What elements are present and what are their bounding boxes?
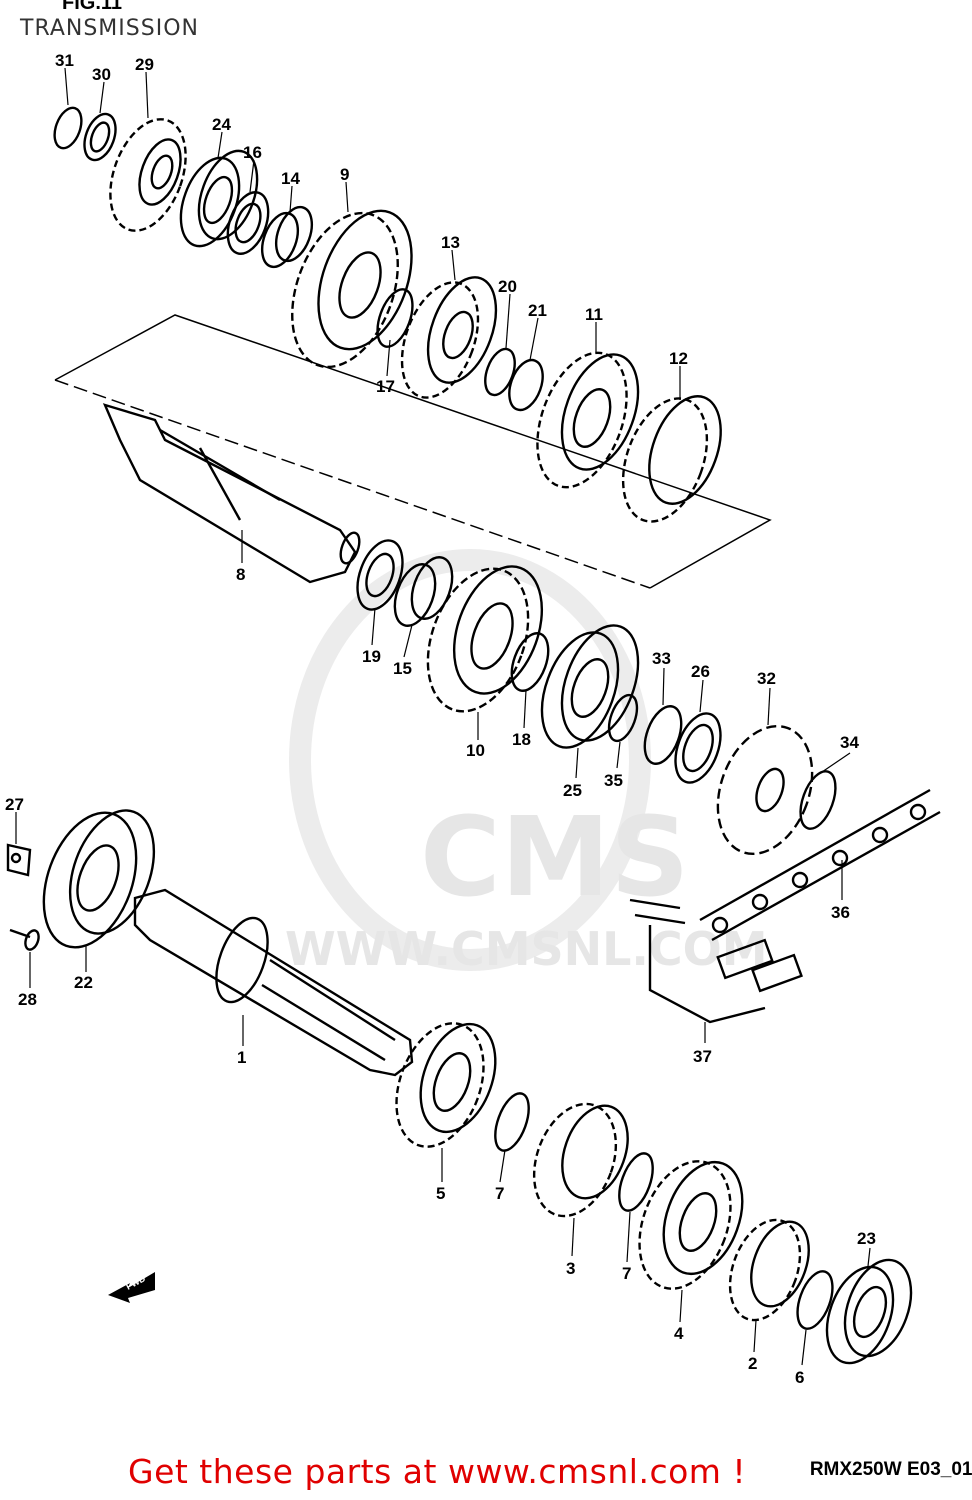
- gear-icon: [426, 565, 544, 713]
- callout-34: 34: [840, 733, 859, 752]
- washer-icon: [226, 191, 270, 255]
- figure-number: FIG.11: [62, 0, 123, 14]
- callout-29: 29: [135, 55, 154, 74]
- callout-7a: 7: [495, 1184, 504, 1203]
- callout-22: 22: [74, 973, 93, 992]
- callout-10: 10: [466, 741, 485, 760]
- bearing-icon: [42, 809, 156, 949]
- callout-19: 19: [362, 647, 381, 666]
- callout-30: 30: [92, 65, 111, 84]
- watermark-url: WWW.CMSNL.COM: [285, 922, 768, 976]
- gear-icon: [395, 1022, 497, 1148]
- washer-icon: [83, 112, 117, 162]
- callout-33: 33: [652, 649, 671, 668]
- page-title: TRANSMISSION: [20, 16, 199, 41]
- assembly-outline: [54, 314, 772, 589]
- chain-icon: [699, 788, 941, 942]
- callout-3: 3: [566, 1259, 575, 1278]
- callout-17: 17: [376, 377, 395, 396]
- bushing-icon: [260, 205, 314, 269]
- callout-26: 26: [691, 662, 710, 681]
- callout-4: 4: [674, 1324, 684, 1343]
- callout-13: 13: [441, 233, 460, 252]
- callout-16: 16: [243, 143, 262, 162]
- gear-icon: [109, 118, 187, 232]
- diagram-code: RMX250W E03_011: [809, 1459, 972, 1480]
- callout-27: 27: [5, 795, 24, 814]
- watermark-brand: CMS: [420, 793, 689, 921]
- callout-2: 2: [748, 1354, 757, 1373]
- shaft-icon: [133, 888, 414, 1077]
- callout-6: 6: [795, 1368, 804, 1387]
- gear-icon: [536, 351, 640, 489]
- callout-37: 37: [693, 1047, 712, 1066]
- callout-5: 5: [436, 1184, 445, 1203]
- callout-32: 32: [757, 669, 776, 688]
- callout-12: 12: [669, 349, 688, 368]
- gear-icon: [291, 209, 413, 369]
- gear-icon: [638, 1160, 744, 1290]
- bearing-icon: [825, 1258, 913, 1365]
- callout-11: 11: [585, 305, 603, 324]
- callout-25: 25: [563, 781, 582, 800]
- callout-9: 9: [340, 165, 349, 184]
- callout-24: 24: [212, 115, 231, 134]
- callout-21: 21: [528, 301, 547, 320]
- callout-31: 31: [55, 51, 74, 70]
- sprocket-icon: [716, 724, 814, 856]
- callout-20: 20: [498, 277, 517, 296]
- callout-15: 15: [393, 659, 412, 678]
- gear-icon: [621, 395, 722, 523]
- fwd-arrow-icon: FWD: [108, 1272, 155, 1303]
- callout-labels: 31 30 29 24 16 14 9 13 20 21 11 12 17 8 …: [5, 51, 876, 1387]
- upper-parts: [6, 67, 941, 1366]
- callout-8: 8: [236, 565, 245, 584]
- retainer-icon: [6, 843, 32, 877]
- gear-icon: [728, 1218, 810, 1322]
- shaft-icon: [102, 403, 361, 584]
- callout-23: 23: [857, 1229, 876, 1248]
- callout-7b: 7: [622, 1264, 631, 1283]
- chain-joint-icon: [629, 898, 803, 1024]
- screw-icon: [9, 928, 40, 951]
- callout-35: 35: [604, 771, 623, 790]
- callout-1: 1: [237, 1048, 246, 1067]
- footer-link[interactable]: Get these parts at www.cmsnl.com !: [128, 1452, 747, 1491]
- callout-18: 18: [512, 730, 531, 749]
- callout-36: 36: [831, 903, 850, 922]
- gear-icon: [400, 276, 498, 399]
- gear-icon: [532, 1102, 629, 1218]
- callout-28: 28: [18, 990, 37, 1009]
- watermark: CMS WWW.CMSNL.COM: [285, 549, 768, 976]
- circlip-icon: [53, 106, 83, 150]
- callout-14: 14: [281, 169, 300, 188]
